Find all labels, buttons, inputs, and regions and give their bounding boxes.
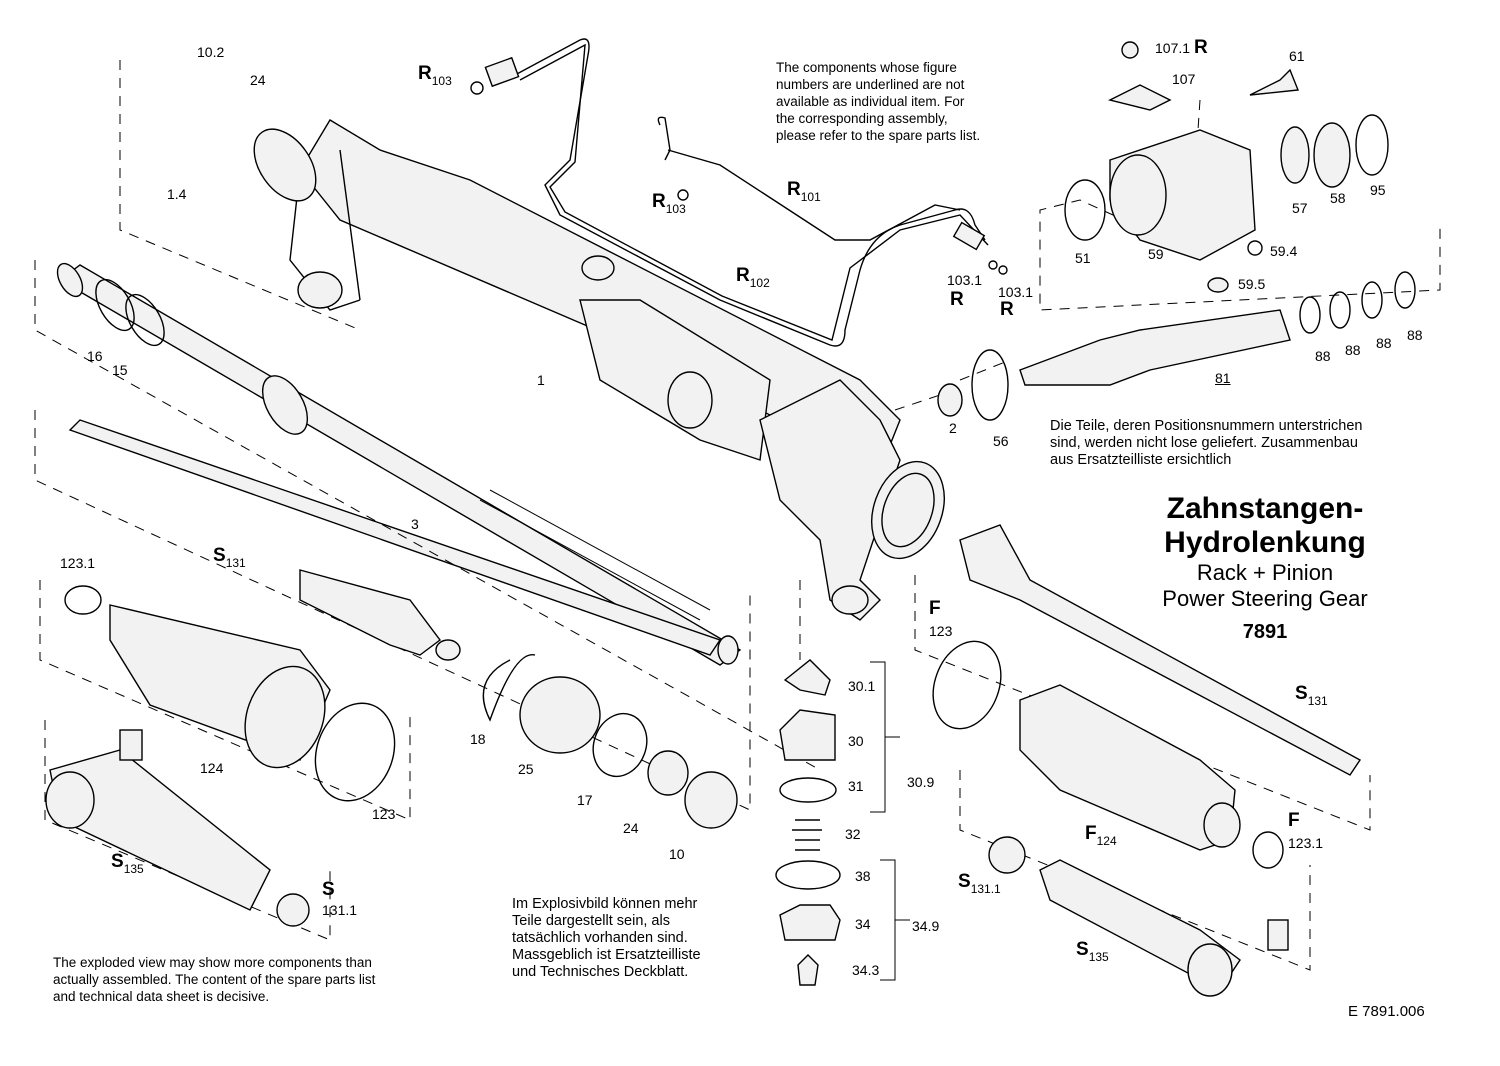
title-line-3: Rack + Pinion: [1196, 560, 1334, 585]
label-88b: 88: [1345, 342, 1361, 358]
label-57: 57: [1292, 200, 1308, 216]
label-95: 95: [1370, 182, 1386, 198]
label-81: 81: [1215, 370, 1231, 386]
label-107-1: 107.1 R: [1155, 37, 1208, 58]
label-59: 59: [1148, 246, 1164, 262]
label-17: 17: [577, 792, 593, 808]
label-58: 58: [1330, 190, 1346, 206]
label-16: 16: [87, 348, 103, 364]
label-34-9: 34.9: [912, 918, 940, 934]
left-boot-assembly: [45, 569, 461, 927]
label-s135b: S135: [1076, 939, 1109, 964]
label-124: 124: [200, 760, 224, 776]
hydraulic-pipes: [470, 38, 1008, 347]
label-r-a: R: [950, 289, 964, 310]
label-34-3: 34.3: [852, 962, 880, 978]
cylinder-tube: [56, 262, 742, 666]
guide-lines: [34, 60, 1441, 971]
label-31: 31: [848, 778, 864, 794]
label-r103b: R103: [652, 191, 686, 216]
label-103-1a: 103.1: [947, 272, 983, 288]
title-number: 7891: [1242, 621, 1288, 643]
label-1: 1: [537, 372, 545, 388]
label-38: 38: [855, 868, 871, 884]
label-103-1b: 103.1: [998, 284, 1034, 300]
label-30: 30: [848, 733, 864, 749]
rack: [68, 419, 739, 665]
label-123a: 123: [372, 806, 396, 822]
label-s131a: S131: [213, 545, 246, 570]
label-f124: F124: [1085, 823, 1117, 848]
note-german-middle: Die Teile, deren Positionsnummern unters…: [1050, 418, 1363, 468]
label-34: 34: [855, 916, 871, 932]
label-s135a: S135: [111, 851, 144, 876]
label-15: 15: [112, 362, 128, 378]
title-line-1: Zahnstangen-: [1166, 492, 1364, 525]
label-30-9: 30.9: [907, 774, 935, 790]
label-24a: 24: [250, 72, 266, 88]
label-s131-1b: S131.1: [958, 871, 1001, 896]
rack-housing: [253, 119, 945, 621]
label-18: 18: [470, 731, 486, 747]
label-25: 25: [518, 761, 534, 777]
title-line-2: Hydrolenkung: [1164, 526, 1366, 559]
label-10-2: 10.2: [197, 44, 225, 60]
label-59-5: 59.5: [1238, 276, 1266, 292]
label-10: 10: [669, 846, 685, 862]
yoke-stack: [775, 659, 910, 986]
label-32: 32: [845, 826, 861, 842]
label-88a: 88: [1315, 348, 1331, 364]
label-r101: R101: [787, 179, 821, 204]
label-2: 2: [949, 420, 957, 436]
label-30-1: 30.1: [848, 678, 876, 694]
label-s131b: S131: [1295, 683, 1328, 708]
label-56: 56: [993, 433, 1009, 449]
valve-pinion-group: [937, 41, 1416, 421]
document-number: E 7891.006: [1348, 1003, 1425, 1020]
label-r102: R102: [736, 265, 770, 290]
label-59-4: 59.4: [1270, 243, 1298, 259]
drawing-title: Zahnstangen- Hydrolenkung Rack + Pinion …: [1125, 492, 1405, 652]
label-88d: 88: [1407, 327, 1423, 343]
label-3: 3: [411, 516, 419, 532]
label-88c: 88: [1376, 335, 1392, 351]
center-small-parts: [482, 654, 738, 829]
label-61: 61: [1289, 48, 1305, 64]
label-r-b: R: [1000, 299, 1014, 320]
note-english-bottom: The exploded view may show more componen…: [53, 955, 376, 1004]
right-tie-rod-assembly: [932, 524, 1362, 997]
label-24b: 24: [623, 820, 639, 836]
label-r103a: R103: [418, 63, 452, 88]
label-1-4: 1.4: [167, 186, 187, 202]
label-51: 51: [1075, 250, 1091, 266]
title-line-4: Power Steering Gear: [1162, 586, 1368, 611]
label-123-1a: 123.1: [60, 555, 96, 571]
label-107: 107: [1172, 71, 1196, 87]
